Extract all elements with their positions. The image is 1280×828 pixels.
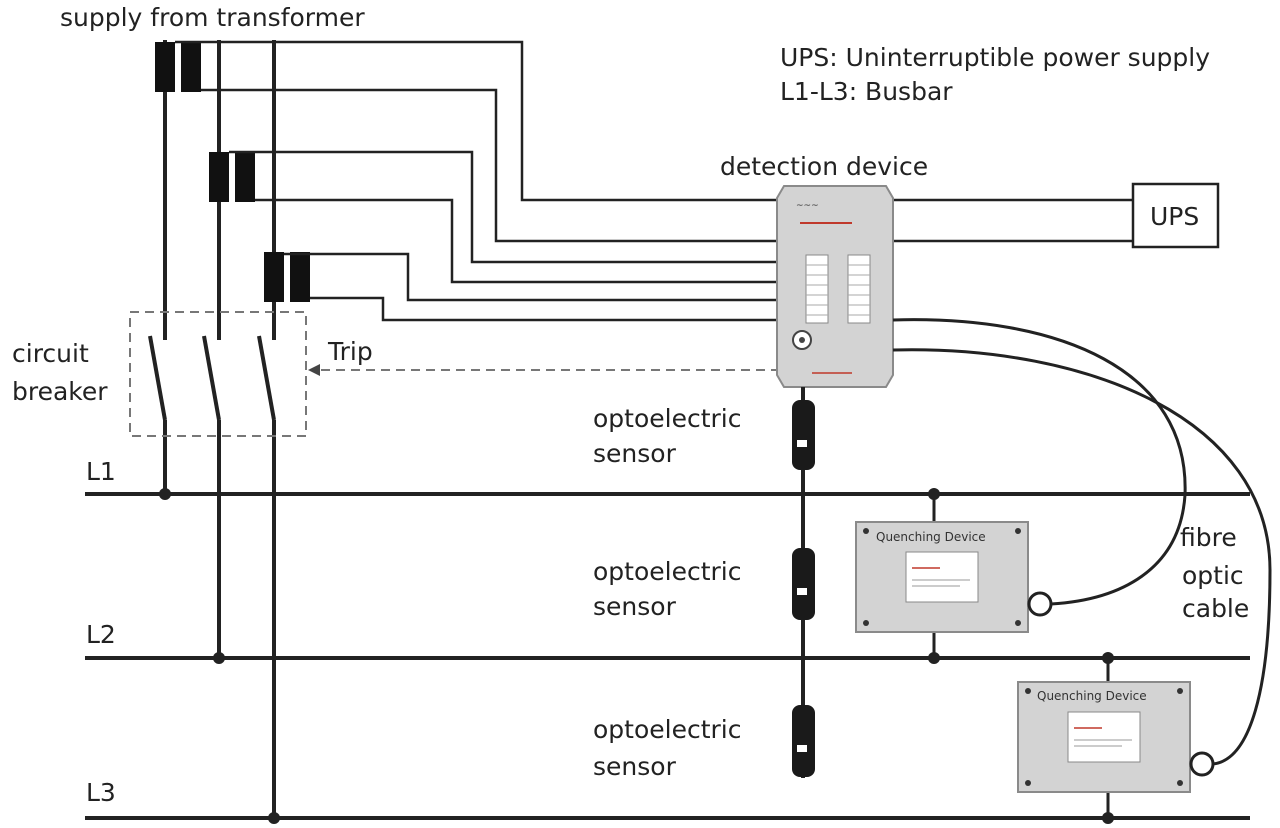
detection-device: ~~~ xyxy=(776,185,894,388)
sensor-2-label-a: optoelectric xyxy=(593,557,742,586)
ct-wiring xyxy=(175,40,780,322)
fibre-optic-cable-2 xyxy=(892,348,1272,766)
breaker-label: breaker xyxy=(12,377,108,406)
ups-box-label: UPS xyxy=(1150,202,1199,231)
quenching-device-2-title: Quenching Device xyxy=(1037,689,1147,703)
optoelectric-sensor-2 xyxy=(792,548,815,620)
quenching-device-1: Quenching Device xyxy=(855,488,1053,664)
quenching-device-2: Quenching Device xyxy=(1017,652,1215,824)
sensor-1-label-a: optoelectric xyxy=(593,404,742,433)
optoelectric-sensor-1 xyxy=(792,400,815,470)
detection-device-label: detection device xyxy=(720,152,928,181)
fibre-label-a: fibre xyxy=(1180,523,1237,552)
fibre-optic-cable-1 xyxy=(892,318,1187,606)
ups-box xyxy=(1131,182,1220,249)
optoelectric-sensor-3 xyxy=(792,705,815,777)
l3-label: L3 xyxy=(86,778,116,807)
current-transformers xyxy=(155,42,310,302)
quenching-device-1-title: Quenching Device xyxy=(876,530,986,544)
l1-label: L1 xyxy=(86,457,116,486)
fibre-label-b: optic xyxy=(1182,561,1244,590)
fibre-label-c: cable xyxy=(1182,594,1249,623)
sensor-1-label-b: sensor xyxy=(593,439,677,468)
sensor-3-label-b: sensor xyxy=(593,752,677,781)
legend-ups: UPS: Uninterruptible power supply xyxy=(780,43,1210,72)
trip-label: Trip xyxy=(327,337,373,366)
supply-label: supply from transformer xyxy=(60,3,365,32)
trip-arrowhead xyxy=(308,364,320,376)
l2-label: L2 xyxy=(86,620,116,649)
svg-text:~~~: ~~~ xyxy=(796,201,819,211)
sensor-3-label-a: optoelectric xyxy=(593,715,742,744)
legend-busbar: L1-L3: Busbar xyxy=(780,77,953,106)
circuit-label: circuit xyxy=(12,339,89,368)
sensor-2-label-b: sensor xyxy=(593,592,677,621)
ups-wiring xyxy=(892,198,1133,243)
